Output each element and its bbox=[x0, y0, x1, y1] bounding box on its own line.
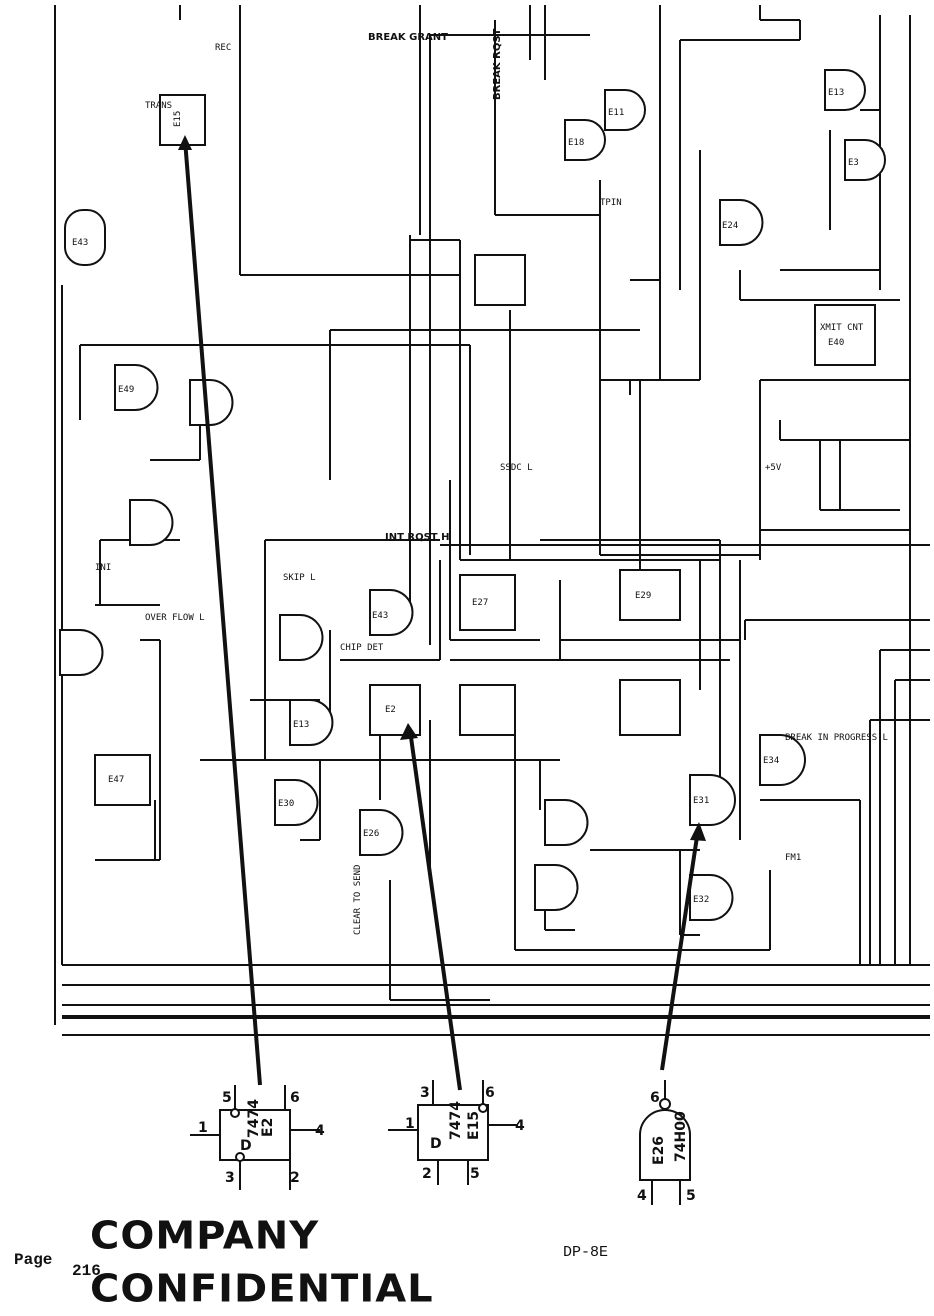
callout-arrows bbox=[178, 135, 706, 1091]
svg-text:E13: E13 bbox=[828, 88, 844, 98]
svg-text:CHIP DET: CHIP DET bbox=[340, 643, 384, 653]
e47-flipflop: E47 bbox=[94, 754, 151, 806]
e49-gate: E49 bbox=[114, 364, 159, 411]
e30-gate-a: E30 bbox=[274, 779, 319, 826]
callout-e26-nand: E26 74H00 6 4 5 bbox=[637, 1080, 696, 1205]
svg-text:6: 6 bbox=[485, 1085, 495, 1101]
svg-text:XMIT CNT: XMIT CNT bbox=[820, 323, 864, 333]
e49-gate-c bbox=[129, 499, 174, 546]
svg-text:E29: E29 bbox=[635, 591, 651, 601]
flipflop-mid bbox=[474, 254, 526, 306]
schematic-diagram: E15 TRANS REC E43 E18 E11 E13 E3 E24 XMI… bbox=[54, 5, 930, 1205]
svg-text:E43: E43 bbox=[72, 238, 88, 248]
e13-gate: E13 bbox=[824, 69, 866, 111]
signal-labels: INT RQST H BREAK RQST BREAK GRANT TPIN S… bbox=[95, 28, 888, 935]
e2-flipflop: E2 bbox=[369, 684, 421, 736]
svg-text:E15: E15 bbox=[466, 1111, 482, 1140]
page-number: 216 bbox=[72, 1262, 101, 1280]
svg-text:5: 5 bbox=[686, 1188, 696, 1204]
svg-text:E13: E13 bbox=[293, 720, 309, 730]
e26-gate: E26 bbox=[359, 809, 404, 856]
stamp-mask bbox=[88, 1205, 518, 1219]
svg-text:D: D bbox=[240, 1138, 252, 1154]
svg-text:4: 4 bbox=[637, 1188, 647, 1204]
svg-text:74H00: 74H00 bbox=[673, 1111, 689, 1162]
e13-gate-lower bbox=[279, 614, 324, 661]
svg-text:E47: E47 bbox=[108, 775, 124, 785]
svg-text:E31: E31 bbox=[693, 796, 709, 806]
svg-text:FM1: FM1 bbox=[785, 853, 801, 863]
e43-int-gate: E43 bbox=[369, 589, 414, 636]
svg-text:6: 6 bbox=[650, 1090, 660, 1106]
document-id: DP-8E bbox=[563, 1244, 609, 1261]
svg-text:E15: E15 bbox=[173, 111, 183, 127]
svg-text:E49: E49 bbox=[118, 385, 134, 395]
svg-text:1: 1 bbox=[405, 1116, 415, 1132]
svg-text:BREAK RQST: BREAK RQST bbox=[492, 28, 503, 100]
svg-text:E27: E27 bbox=[472, 598, 488, 608]
svg-text:2: 2 bbox=[290, 1170, 300, 1186]
page-label: Page bbox=[14, 1251, 53, 1269]
svg-text:3: 3 bbox=[225, 1170, 235, 1186]
svg-text:5: 5 bbox=[222, 1090, 232, 1106]
e11-gate: E11 bbox=[604, 89, 646, 131]
e49-gate-b bbox=[189, 379, 234, 426]
e32-gate-mid bbox=[544, 799, 589, 846]
e24-gate-left bbox=[59, 629, 104, 676]
svg-text:4: 4 bbox=[515, 1118, 525, 1134]
e18-gate: E18 bbox=[564, 119, 606, 161]
svg-text:2: 2 bbox=[422, 1166, 432, 1182]
svg-text:3: 3 bbox=[420, 1085, 430, 1101]
svg-text:5: 5 bbox=[470, 1166, 480, 1182]
svg-text:BREAK IN PROGRESS L: BREAK IN PROGRESS L bbox=[785, 733, 888, 743]
svg-text:SKIP L: SKIP L bbox=[283, 573, 316, 583]
svg-text:+5V: +5V bbox=[765, 463, 782, 473]
svg-text:E40: E40 bbox=[828, 338, 844, 348]
svg-text:E2: E2 bbox=[260, 1118, 276, 1137]
svg-text:6: 6 bbox=[290, 1090, 300, 1106]
e34-gate: E34 bbox=[759, 734, 806, 786]
svg-text:7474: 7474 bbox=[246, 1099, 262, 1138]
svg-text:E11: E11 bbox=[608, 108, 624, 118]
e30-gate-b bbox=[534, 864, 579, 911]
svg-text:E26: E26 bbox=[363, 829, 379, 839]
svg-text:1: 1 bbox=[198, 1120, 208, 1136]
e43-gate: E43 bbox=[64, 209, 106, 266]
svg-text:INT RQST H: INT RQST H bbox=[385, 532, 449, 543]
e29-flipflop-a: E29 bbox=[619, 569, 681, 621]
svg-text:BREAK GRANT: BREAK GRANT bbox=[368, 32, 448, 43]
e29-flipflop-b bbox=[619, 679, 681, 736]
svg-text:INI: INI bbox=[95, 563, 111, 573]
svg-text:OVER FLOW L: OVER FLOW L bbox=[145, 613, 205, 623]
svg-text:E24: E24 bbox=[722, 221, 738, 231]
svg-text:E3: E3 bbox=[848, 158, 859, 168]
svg-text:E18: E18 bbox=[568, 138, 584, 148]
e31-gate: E31 bbox=[689, 774, 736, 826]
callout-e15-flipflop: D 7474 E15 1 3 6 4 2 5 bbox=[388, 1080, 525, 1185]
svg-text:TRANS: TRANS bbox=[145, 101, 172, 111]
svg-text:REC: REC bbox=[215, 43, 231, 53]
e3-gate: E3 bbox=[844, 139, 886, 181]
svg-text:D: D bbox=[430, 1136, 442, 1152]
svg-text:E26: E26 bbox=[651, 1136, 667, 1165]
svg-text:CLEAR TO SEND: CLEAR TO SEND bbox=[353, 865, 363, 935]
svg-text:E2: E2 bbox=[385, 705, 396, 715]
svg-text:E43: E43 bbox=[372, 611, 388, 621]
schematic-wiring bbox=[54, 5, 930, 1036]
svg-text:TPIN: TPIN bbox=[600, 198, 622, 208]
svg-text:E34: E34 bbox=[763, 756, 779, 766]
xmit-counter: XMIT CNT E40 bbox=[814, 304, 876, 366]
e32-gate: E32 bbox=[689, 874, 734, 921]
callout-e2-flipflop: D 7474 E2 1 5 6 4 3 2 bbox=[190, 1085, 325, 1190]
svg-text:SSDC L: SSDC L bbox=[500, 463, 533, 473]
e24-gate-upper: E24 bbox=[719, 199, 764, 246]
svg-text:7474: 7474 bbox=[448, 1101, 464, 1140]
svg-text:E32: E32 bbox=[693, 895, 709, 905]
e27-flipflop-a: E27 bbox=[459, 574, 516, 631]
e27-flipflop-b bbox=[459, 684, 516, 736]
e15-flipflop: E15 TRANS REC bbox=[145, 43, 231, 146]
svg-text:4: 4 bbox=[315, 1123, 325, 1139]
svg-text:E30: E30 bbox=[278, 799, 294, 809]
e13-gate-b: E13 bbox=[289, 699, 334, 746]
